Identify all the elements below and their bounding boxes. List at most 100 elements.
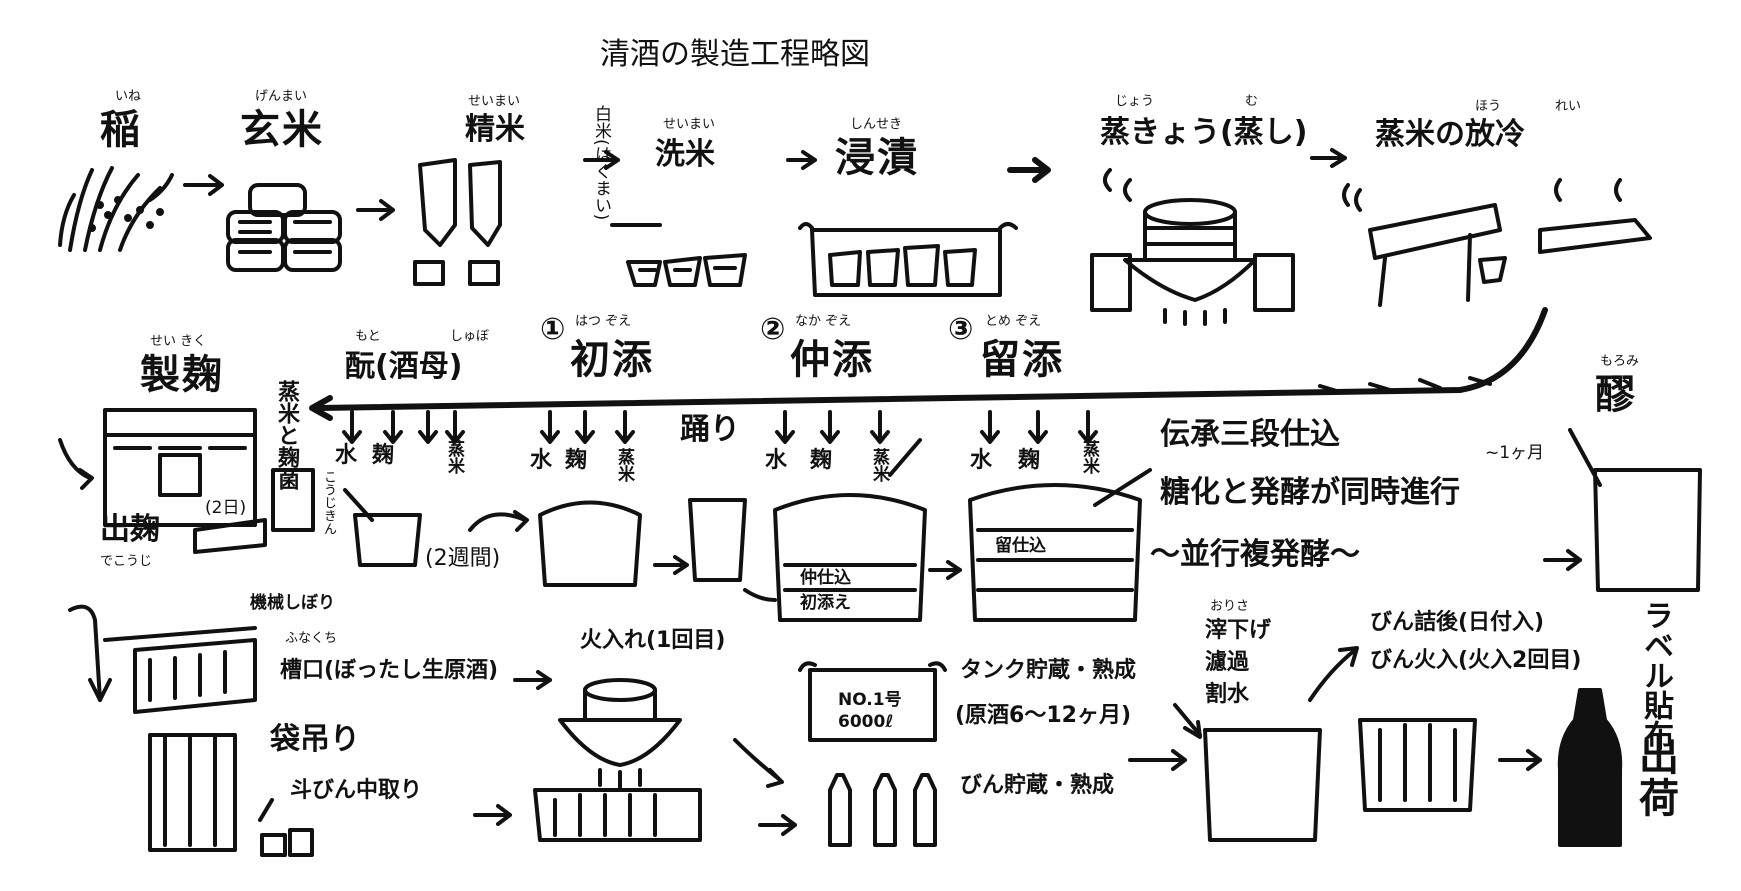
ruby-orisage: おりさ	[1210, 599, 1250, 614]
arrow-icon	[653, 555, 689, 575]
koji-room-icon	[58, 408, 267, 554]
filter-label-2: 濾過	[1205, 650, 1250, 675]
tomezoe-mizu: 水	[970, 448, 993, 473]
moto-jouma: 蒸米	[444, 440, 464, 474]
tank-volume: 6000ℓ	[838, 712, 894, 732]
arrow-icon	[473, 804, 512, 826]
hatsuzoe-koji: 麹	[565, 448, 588, 473]
ruby-dekoji: でこうじ	[100, 554, 153, 569]
ruby-genmai: げんまい	[255, 89, 308, 104]
ruby-shinseki: しんせき	[850, 117, 903, 132]
ruby-senmai: せいまい	[663, 117, 716, 132]
odori-tank-icon	[688, 498, 747, 582]
step-moto-label: 酛(酒母)	[345, 349, 463, 384]
arrow-icon	[540, 410, 635, 444]
arrow-icon	[468, 510, 529, 532]
soaking-tank-icon	[798, 222, 1018, 297]
nakazoe-jouma: 蒸米	[869, 448, 889, 482]
bottling-line1: びん詰後(日付入)	[1370, 610, 1545, 635]
step-shinseki-label: 浸漬	[835, 135, 919, 181]
step-hakumai-label: 白米(はくまい)	[591, 105, 611, 221]
tank-number: NO.1号	[838, 690, 902, 710]
arrow-icon	[1007, 157, 1051, 183]
tank-storage-label: タンク貯蔵・熟成	[960, 658, 1137, 683]
ruby-tomezoe: とめ ぞえ	[985, 314, 1042, 329]
nakazoe-layer-label: 仲仕込	[800, 568, 851, 588]
ruby-nakazoe: なか ぞえ	[795, 314, 852, 329]
step-genmai-label: 玄米	[240, 107, 324, 153]
filter-label-3: 割水	[1205, 682, 1250, 707]
arrow-icon	[1173, 703, 1202, 739]
nakazoe-tank-icon	[773, 493, 927, 622]
moromi-period: ~1ヶ月	[1485, 443, 1545, 463]
arrow-icon	[356, 199, 395, 221]
step-ine-label: 稲	[100, 107, 142, 153]
storage-bottle-icon	[828, 773, 937, 847]
arrow-icon	[1543, 549, 1582, 571]
koji-spore-box	[271, 468, 315, 532]
filter-tub-icon	[1203, 728, 1322, 842]
arrow-icon	[928, 560, 962, 580]
step-seimai-label: 精米	[465, 112, 525, 147]
arrow-icon	[775, 410, 890, 444]
step-nakazoe-label: 仲添	[790, 337, 874, 383]
step-senmai-label: 洗米	[655, 137, 715, 172]
step-seikiku-label: 製麹	[140, 352, 224, 398]
hatsu-layer-label: 初添え	[800, 593, 851, 613]
step-hatsuzoe-label: 初添	[570, 337, 654, 383]
tobin-label: 斗びん中取り	[290, 778, 423, 803]
arrow-icon	[786, 150, 817, 170]
hatsuzoe-jouma: 蒸米	[614, 448, 634, 482]
rice-bale-icon	[226, 183, 342, 272]
bin-storage-label: びん貯蔵・熟成	[960, 773, 1115, 798]
tank-storage-period: (原酒6〜12ヶ月)	[955, 703, 1132, 728]
cooling-conveyor-icon	[1342, 178, 1652, 307]
ship-label: 出荷	[1632, 735, 1678, 819]
arrow-icon	[1128, 749, 1187, 771]
fukuro-label: 袋吊り	[270, 722, 360, 757]
nakazoe-koji: 麹	[810, 448, 833, 473]
pasteurizer-icon	[558, 678, 682, 789]
ruby-seimai: せいまい	[468, 94, 521, 109]
ruby-moto-2: しゅぼ	[450, 329, 490, 344]
ruby-ine: いね	[115, 89, 142, 104]
ruby-houreii: ほう	[1475, 99, 1502, 114]
arrow-icon	[758, 814, 797, 836]
sake-bottle-icon	[1557, 688, 1623, 847]
storage-tank-icon	[808, 668, 937, 742]
ruby-houreii-2: れい	[1555, 99, 1582, 114]
arrow-icon	[1310, 148, 1347, 168]
kikai-shibori-label: 機械しぼり	[250, 593, 335, 613]
backbone-line	[317, 307, 1548, 411]
method-title: 伝承三段仕込	[1160, 417, 1340, 452]
arrow-icon	[342, 410, 465, 444]
hiire1-label: 火入れ(1回目)	[580, 628, 726, 653]
arrow-icon	[980, 410, 1098, 444]
seikiku-days: (2日)	[205, 498, 247, 518]
nakazoe-num: ②	[760, 312, 786, 347]
filter-label-1: 滓下げ	[1205, 618, 1272, 643]
bottling-tub-icon	[1358, 718, 1477, 812]
moto-period: (2週間)	[425, 546, 501, 571]
hatsuzoe-tank-icon	[538, 500, 642, 587]
steamer-icon	[1090, 168, 1295, 326]
nakazoe-mizu: 水	[765, 448, 788, 473]
bag-press-icon	[148, 733, 314, 857]
arrow-icon	[583, 150, 620, 170]
step-joukyou-label: 蒸きょう(蒸し)	[1100, 115, 1308, 150]
arrow-icon	[513, 670, 552, 690]
moto-mizu: 水	[335, 443, 358, 468]
funakuchi-label: 槽口(ぼったし生原酒)	[280, 658, 499, 683]
bottle-tub-icon	[533, 788, 702, 842]
moto-tank-icon	[353, 513, 422, 567]
hatsuzoe-num: ①	[540, 312, 566, 347]
step-houreii-label: 蒸米の放冷	[1375, 117, 1525, 152]
arrow-icon	[733, 738, 784, 788]
dekoji-label: 出麹	[100, 512, 160, 547]
washing-basket-icon	[610, 223, 747, 287]
label-shipping: ラベル貼布	[1638, 600, 1673, 750]
ruby-moto: もと	[355, 329, 381, 344]
ruby-joukyou-2: む	[1245, 94, 1259, 109]
ruby-hatsuzoe: はつ ぞえ	[575, 314, 632, 329]
step-tomezoe-label: 留添	[980, 337, 1064, 383]
